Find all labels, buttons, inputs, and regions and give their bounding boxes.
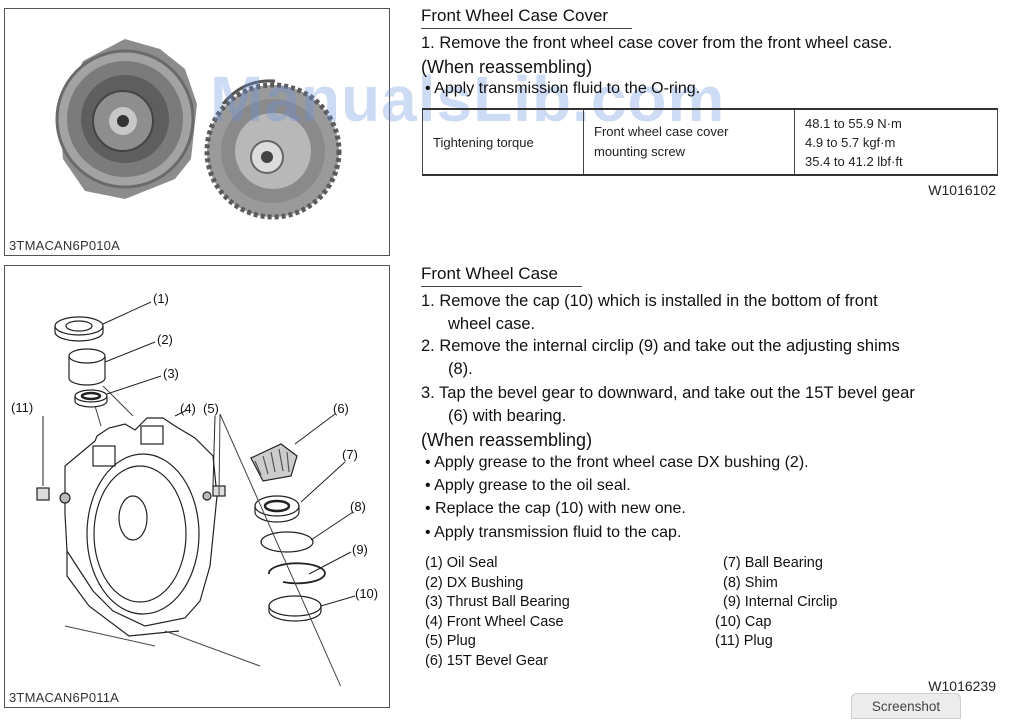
- parts-list-item: (2) DX Bushing: [425, 574, 524, 591]
- wheel-case-photo: [55, 39, 342, 220]
- ball-bearing-part: [254, 495, 300, 523]
- plug-11-part: [36, 487, 71, 504]
- parts-list-item: (6) 15T Bevel Gear: [425, 652, 549, 669]
- torque-table: Tightening torque Front wheel case cover…: [422, 108, 998, 176]
- callout-2: (2): [157, 332, 173, 347]
- bevel-gear-part: [250, 443, 298, 482]
- screenshot-button[interactable]: Screenshot: [851, 693, 961, 719]
- housing-photo: [55, 39, 197, 199]
- parts-list-item: (4) Front Wheel Case: [425, 613, 564, 630]
- torque-values: 48.1 to 55.9 N·m 4.9 to 5.7 kgf·m 35.4 t…: [794, 108, 998, 176]
- case-step-1: 1. Remove the cap (10) which is installe…: [421, 290, 981, 336]
- parts-list-item: (5) Plug: [425, 633, 476, 650]
- shim-part: [260, 531, 314, 553]
- torque-value-lbfft: 35.4 to 41.2 lbf·ft: [805, 153, 903, 169]
- parts-list-item: (10) Cap: [715, 613, 772, 630]
- circlip-part: [268, 562, 326, 585]
- parts-list-item: (11) Plug: [715, 633, 773, 650]
- parts-list-item: (9) Internal Circlip: [723, 594, 838, 611]
- callout-1: (1): [153, 291, 169, 306]
- case-step-1-line2: wheel case.: [448, 315, 536, 333]
- figure-code: 3TMACAN6P011A: [9, 690, 120, 705]
- callout-6: (6): [333, 401, 349, 416]
- callout-4: (4): [180, 401, 196, 416]
- case-section-code: W1016239: [928, 678, 996, 694]
- torque-label: Tightening torque: [422, 108, 584, 176]
- parts-list-left: (1) Oil Seal (2) DX Bushing (3) Thrust B…: [425, 554, 570, 672]
- case-bullet-2: • Apply grease to the oil seal.: [425, 477, 631, 494]
- callout-10: (10): [355, 586, 378, 601]
- callout-7: (7): [342, 447, 358, 462]
- cap-part: [268, 595, 322, 622]
- parts-list-item: (3) Thrust Ball Bearing: [425, 594, 570, 611]
- cover-section-code: W1016102: [928, 182, 996, 198]
- case-bullet-4: • Apply transmission fluid to the cap.: [425, 524, 682, 541]
- case-step-2: 2. Remove the internal circlip (9) and t…: [421, 335, 981, 381]
- torque-value-nm: 48.1 to 55.9 N·m: [805, 115, 902, 131]
- figure-code: 3TMACAN6P010A: [9, 238, 120, 253]
- case-bullet-1: • Apply grease to the front wheel case D…: [425, 454, 809, 471]
- cover-reassembling-heading: (When reassembling): [421, 57, 593, 77]
- case-bullet-3: • Replace the cap (10) with new one.: [425, 500, 686, 517]
- case-step-3-line1: 3. Tap the bevel gear to downward, and t…: [421, 384, 915, 402]
- diagram-panel: (1) (2) (3) (4) (5) (6) (7) (8) (9) (10)…: [4, 265, 390, 708]
- case-reassembling-heading: (When reassembling): [421, 430, 593, 450]
- case-step-2-line1: 2. Remove the internal circlip (9) and t…: [421, 337, 900, 355]
- callout-5: (5): [203, 401, 219, 416]
- cover-bullet-1: • Apply transmission fluid to the O-ring…: [425, 80, 701, 97]
- thrust-bearing-part: [74, 389, 108, 408]
- callout-9: (9): [352, 542, 368, 557]
- callout-3: (3): [163, 366, 179, 381]
- callout-8: (8): [350, 499, 366, 514]
- torque-value-kgfm: 4.9 to 5.7 kgf·m: [805, 134, 896, 150]
- parts-list-item: (1) Oil Seal: [425, 555, 498, 571]
- cover-step-1: 1. Remove the front wheel case cover fro…: [421, 34, 893, 52]
- parts-list-item: (8) Shim: [723, 574, 778, 591]
- case-step-2-line2: (8).: [448, 360, 473, 378]
- case-step-3-line2: (6) with bearing.: [448, 407, 567, 425]
- torque-item-line2: mounting screw: [594, 144, 686, 159]
- dx-bushing-part: [68, 348, 106, 386]
- case-step-1-line1: 1. Remove the cap (10) which is installe…: [421, 292, 878, 310]
- case-section-title: Front Wheel Case: [421, 264, 582, 287]
- parts-list-item: (7) Ball Bearing: [723, 555, 823, 571]
- torque-item: Front wheel case cover mounting screw: [583, 108, 795, 176]
- cover-section-title: Front Wheel Case Cover: [421, 6, 633, 29]
- photo-panel: 3TMACAN6P010A: [4, 8, 390, 256]
- case-step-3: 3. Tap the bevel gear to downward, and t…: [421, 382, 981, 428]
- parts-list-right: (7) Ball Bearing (8) Shim (9) Internal C…: [715, 554, 837, 652]
- gear-photo: [204, 79, 342, 220]
- torque-item-line1: Front wheel case cover: [594, 124, 729, 139]
- callout-11: (11): [11, 400, 33, 415]
- exploded-view-diagram: (1) (2) (3) (4) (5) (6) (7) (8) (9) (10)…: [11, 291, 378, 697]
- oil-seal-part: [54, 316, 104, 342]
- front-wheel-case-part: [64, 417, 218, 637]
